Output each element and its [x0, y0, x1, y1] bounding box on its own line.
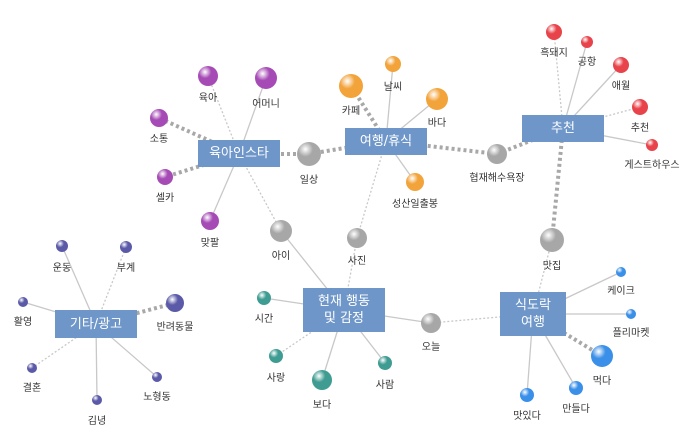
node-label-sigan: 시간: [254, 314, 274, 325]
node-label-ai: 아이: [271, 251, 291, 262]
node-label-yuga: 육아: [198, 93, 218, 104]
node-label-hyeopjae: 협재해수욕장: [469, 173, 525, 184]
node-label-banryeo: 반려동물: [156, 322, 194, 333]
node-kape: [339, 74, 363, 98]
node-label-guesthouse: 게스트하우스: [624, 160, 680, 171]
node-label-eomeoni: 어머니: [252, 99, 280, 110]
edge-h_recommend-n_matjip: [550, 127, 565, 241]
node-matjip: [540, 228, 564, 252]
node-guesthouse: [646, 139, 658, 151]
node-saram: [378, 356, 392, 370]
node-ai: [270, 220, 292, 242]
node-nohyeong: [152, 372, 162, 382]
node-oneul: [421, 313, 441, 333]
edge-h_recommend-n_heukdwaeji: [553, 31, 564, 129]
node-label-nohyeong: 노형동: [143, 392, 171, 403]
node-label-heukdwaeji: 흑돼지: [540, 48, 568, 59]
edge-h_recommend-n_gonghang: [562, 41, 588, 129]
node-label-cake: 케이크: [607, 286, 635, 297]
node-label-matpal: 맞팔: [200, 238, 220, 249]
node-flea: [626, 309, 636, 319]
node-label-chucheon: 추천: [630, 123, 650, 134]
node-label-undong: 운동: [52, 263, 72, 274]
node-yuga: [198, 66, 218, 86]
node-gimnyeong: [92, 395, 102, 405]
node-cake: [616, 267, 626, 277]
node-label-gonghang: 공항: [577, 57, 597, 68]
node-label-sotong: 소통: [149, 134, 169, 145]
node-sajin: [347, 228, 367, 248]
node-matpal: [201, 212, 219, 230]
node-label-aewol: 애월: [611, 81, 631, 92]
hub-current-action-emotion: 현재 행동 및 감정: [303, 288, 385, 332]
edge-n_ilsang-h_travel: [308, 139, 387, 156]
node-chucheon: [632, 99, 648, 115]
node-label-sajin: 사진: [347, 256, 367, 267]
node-label-kape: 카페: [341, 106, 361, 117]
node-gyeolhon: [27, 363, 37, 373]
node-label-bada: 바다: [427, 118, 447, 129]
hub-etc-advertising: 기타/광고: [55, 310, 137, 338]
node-label-ilsang: 일상: [299, 175, 319, 186]
node-sigan: [257, 291, 271, 305]
node-meokda: [591, 345, 613, 367]
node-mandeulda: [569, 381, 583, 395]
node-bugye: [120, 241, 132, 253]
node-seongsan: [406, 173, 424, 191]
node-label-saram: 사람: [375, 380, 395, 391]
node-label-selka: 셀카: [155, 193, 175, 204]
node-label-seongsan: 성산일출봉: [392, 199, 438, 210]
node-eomeoni: [255, 67, 277, 89]
node-label-gyeolhon: 결혼: [22, 383, 42, 394]
hub-travel-rest: 여행/휴식: [345, 128, 427, 155]
node-label-bugye: 부계: [116, 263, 136, 274]
hub-food-travel: 식도락 여행: [500, 292, 566, 336]
node-nalssi: [385, 56, 401, 72]
node-label-sarang1: 사랑: [266, 373, 286, 384]
node-boda: [312, 370, 332, 390]
node-masitda: [520, 388, 534, 402]
node-sotong: [150, 109, 168, 127]
node-label-gimnyeong: 김녕: [87, 416, 107, 427]
edge-n_matjip-h_food: [532, 239, 553, 315]
node-label-nalssi: 날씨: [383, 82, 403, 93]
hub-recommendation: 추천: [522, 115, 604, 142]
node-label-hwaryeong: 활영: [13, 317, 33, 328]
node-layer: [18, 24, 658, 405]
node-label-oneul: 오늘: [421, 342, 441, 353]
hub-parenting-instagram: 육아인스타: [198, 140, 280, 167]
node-aewol: [613, 57, 629, 73]
node-label-matjip: 맛집: [542, 261, 562, 272]
node-gonghang: [581, 36, 593, 48]
node-label-boda: 보다: [312, 400, 332, 411]
node-hwaryeong: [18, 297, 28, 307]
node-banryeo: [166, 294, 184, 312]
node-heukdwaeji: [546, 24, 562, 40]
node-hyeopjae: [487, 144, 507, 164]
node-ilsang: [297, 142, 321, 166]
edge-layer: [22, 31, 653, 401]
node-label-meokda: 먹다: [592, 376, 612, 387]
node-label-mandeulda: 만들다: [562, 404, 590, 415]
node-label-masitda: 맛있다: [513, 411, 541, 422]
node-selka: [157, 169, 173, 185]
node-label-flea: 플리마켓: [612, 328, 650, 339]
edge-h_parenting-n_ai: [238, 153, 282, 232]
node-sarang1: [269, 349, 283, 363]
node-undong: [56, 240, 68, 252]
edge-h_travel-n_sajin: [356, 140, 387, 239]
node-bada: [426, 88, 448, 110]
